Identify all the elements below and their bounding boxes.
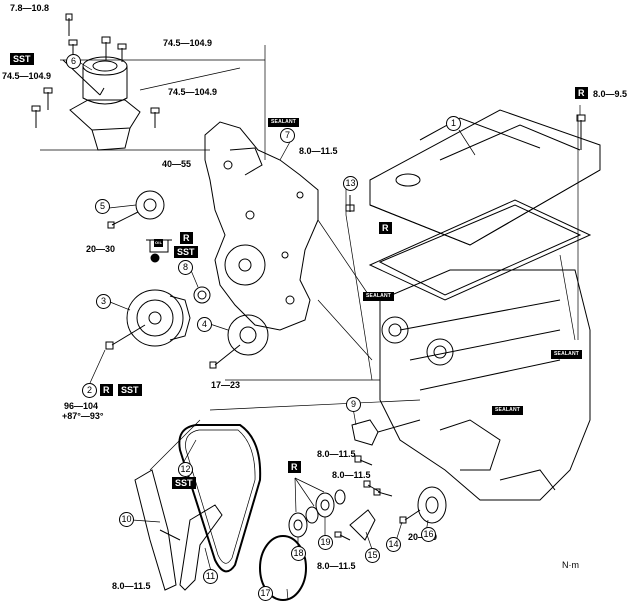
- callout-4: 4: [197, 317, 212, 332]
- engine-front-cover-drawing: [204, 121, 319, 331]
- torque-label: 7.8—10.8: [10, 3, 50, 13]
- callout-15: 15: [365, 548, 380, 563]
- front-oil-seal-drawing: [193, 286, 211, 304]
- head-gasket-drawing: [368, 199, 592, 301]
- torque-label: 8.0—9.5: [593, 89, 628, 99]
- head-cover-bolt-drawing: [576, 114, 586, 150]
- torque-label: 8.0—11.5: [112, 581, 151, 591]
- callout-16: 16: [421, 527, 436, 542]
- r-tag: R: [180, 232, 193, 244]
- idler-pulley-5-drawing: [107, 190, 165, 229]
- sealant-tag: SEALANT: [268, 118, 300, 127]
- torque-label: 17—23: [211, 380, 241, 390]
- engine-mount-drawing: [62, 56, 141, 151]
- torque-label: 8.0—11.5: [317, 449, 356, 459]
- leader-lines: [40, 45, 266, 160]
- callout-2: 2: [82, 383, 97, 398]
- sealant-tag: SEALANT: [492, 406, 524, 415]
- small-bolts: [354, 455, 393, 497]
- crankshaft-pulley-drawing: [105, 289, 191, 350]
- oil-pump-chain-drawing: [259, 535, 307, 601]
- sprocket-18-drawing: [288, 512, 308, 538]
- callout-13: 13: [343, 176, 358, 191]
- chain-tensioner-9-drawing: [351, 419, 421, 446]
- callout-19: 19: [318, 535, 333, 550]
- torque-label: 96—104: [64, 401, 99, 411]
- callout-18: 18: [291, 546, 306, 561]
- callout-17: 17: [258, 586, 273, 601]
- mount-bolts: [31, 13, 160, 128]
- callout-10: 10: [119, 512, 134, 527]
- sst-tag: SST: [118, 384, 142, 396]
- callout-14: 14: [386, 537, 401, 552]
- torque-label: 8.0—11.5: [332, 470, 371, 480]
- unit-label: N·m: [562, 560, 579, 570]
- torque-label: 74.5—104.9: [163, 38, 213, 48]
- oil-tag: OIL: [154, 239, 164, 247]
- callout-1: 1: [446, 116, 461, 131]
- torque-label: 40—55: [162, 159, 192, 169]
- cylinder-head-cover-drawing: [369, 109, 601, 246]
- idler-pulley-4-drawing: [209, 314, 269, 369]
- chain-guide-drawing: [134, 469, 181, 591]
- sst-tag: SST: [10, 53, 34, 65]
- torque-label: 74.5—104.9: [2, 71, 52, 81]
- r-tag: R: [575, 87, 588, 99]
- engine-block-drawing: [379, 269, 591, 501]
- callout-6: 6: [66, 54, 81, 69]
- r-tag: R: [100, 384, 113, 396]
- tensioner-arm-drawing: [179, 504, 223, 591]
- timing-chain-drawing: [178, 424, 262, 573]
- sst-tag: SST: [174, 246, 198, 258]
- torque-label: +87°—93°: [62, 411, 104, 421]
- torque-label: 20—30: [86, 244, 116, 254]
- callout-5: 5: [95, 199, 110, 214]
- callout-8: 8: [178, 260, 193, 275]
- sprocket-19-drawing: [315, 492, 335, 518]
- callout-9: 9: [346, 397, 361, 412]
- r-tag: R: [379, 222, 392, 234]
- chain-tensioner-15-drawing: [334, 509, 376, 541]
- callout-leaders: [78, 61, 476, 601]
- torque-label: 8.0—11.5: [299, 146, 338, 156]
- r-tag: R: [288, 461, 301, 473]
- callout-11: 11: [203, 569, 218, 584]
- oil-pump-sprocket-drawing: [399, 486, 447, 524]
- callout-7: 7: [280, 128, 295, 143]
- washer-drawing: [305, 506, 319, 524]
- callout-12: 12: [178, 462, 193, 477]
- torque-label: 74.5—104.9: [168, 87, 218, 97]
- sealant-tag: SEALANT: [363, 292, 395, 301]
- torque-label: 8.0—11.5: [317, 561, 356, 571]
- sst-tag: SST: [172, 477, 196, 489]
- sealant-tag: SEALANT: [551, 350, 583, 359]
- callout-3: 3: [96, 294, 111, 309]
